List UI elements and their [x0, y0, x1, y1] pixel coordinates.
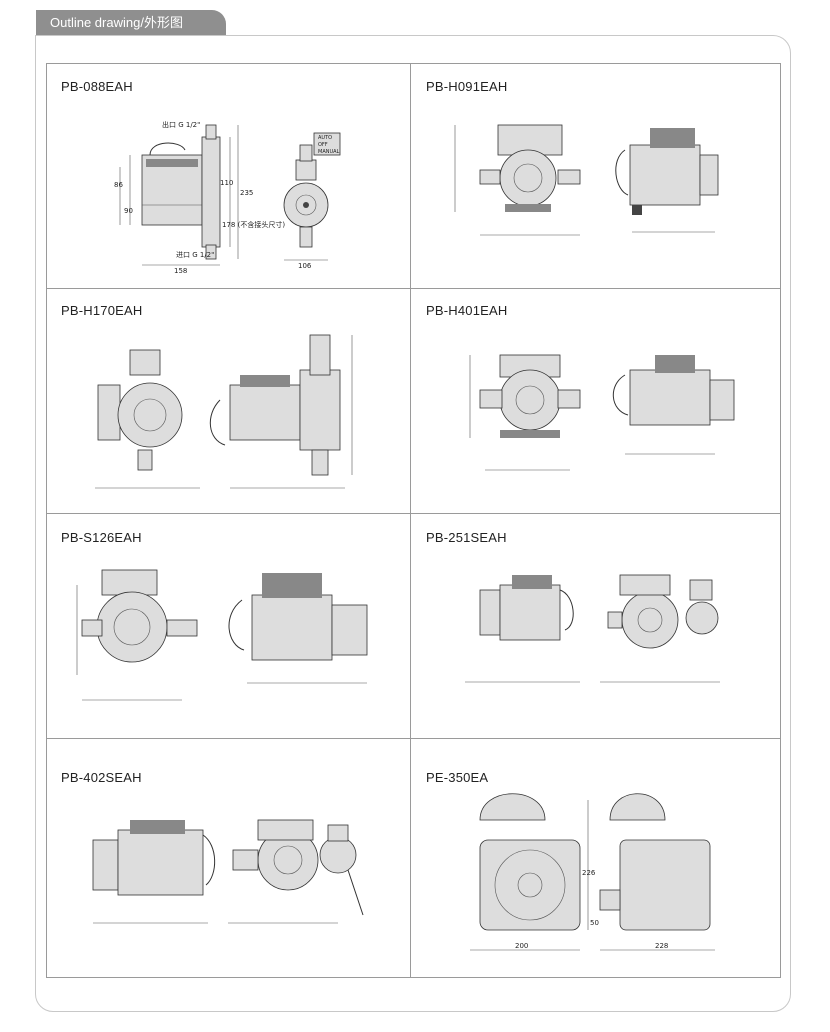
drawing-pb-h170eah [95, 334, 353, 489]
drawing-pb-402seah [92, 819, 364, 924]
drawing-pb-h401eah [469, 354, 735, 471]
model-label-pb-s126eah: PB-S126EAH [61, 530, 142, 545]
drawing-pb-s126eah [76, 569, 368, 701]
dim-158: 158 [174, 267, 187, 275]
dim-106: 106 [298, 262, 312, 270]
model-label-pb-251seah: PB-251SEAH [426, 530, 507, 545]
switch-manual: MANUAL [318, 149, 340, 155]
drawing-pe-350ea: 226 50 200 228 [470, 793, 715, 951]
model-label-pb-h091eah: PB-H091EAH [426, 79, 508, 94]
dim-inlet: 进口 G 1/2" [176, 251, 214, 259]
content-frame [35, 35, 791, 1012]
switch-off: OFF [318, 142, 328, 148]
dim-226: 226 [582, 869, 596, 877]
outline-drawing-grid [46, 63, 781, 978]
model-label-pb-h401eah: PB-H401EAH [426, 303, 508, 318]
model-label-pb-402seah: PB-402SEAH [61, 770, 142, 785]
dim-235: 235 [240, 189, 253, 197]
grid-divider-row-3 [46, 738, 781, 739]
drawing-pb-h091eah [454, 124, 719, 236]
drawing-pb-251seah [465, 574, 720, 683]
section-title: Outline drawing/外形图 [50, 15, 183, 30]
dim-86: 86 [114, 181, 123, 189]
model-label-pb-088eah: PB-088EAH [61, 79, 133, 94]
dim-90: 90 [124, 207, 133, 215]
grid-divider-row-1 [46, 288, 781, 289]
dim-110: 110 [220, 179, 233, 187]
dim-178: 178 (不含接头尺寸) [222, 220, 285, 229]
dim-outlet: 出口 G 1/2" [162, 120, 200, 129]
dim-228: 228 [655, 942, 668, 950]
section-tab: Outline drawing/外形图 [36, 10, 226, 36]
switch-auto: AUTO [318, 135, 332, 141]
grid-divider-vertical [410, 63, 411, 978]
grid-divider-row-2 [46, 513, 781, 514]
model-label-pe-350ea: PE-350EA [426, 770, 489, 785]
drawing-pb-088eah: 出口 G 1/2" 进口 G 1/2" 86 90 110 178 (不含接头尺… [114, 120, 341, 275]
dim-200: 200 [515, 942, 528, 950]
dim-50: 50 [590, 919, 599, 927]
model-label-pb-h170eah: PB-H170EAH [61, 303, 143, 318]
